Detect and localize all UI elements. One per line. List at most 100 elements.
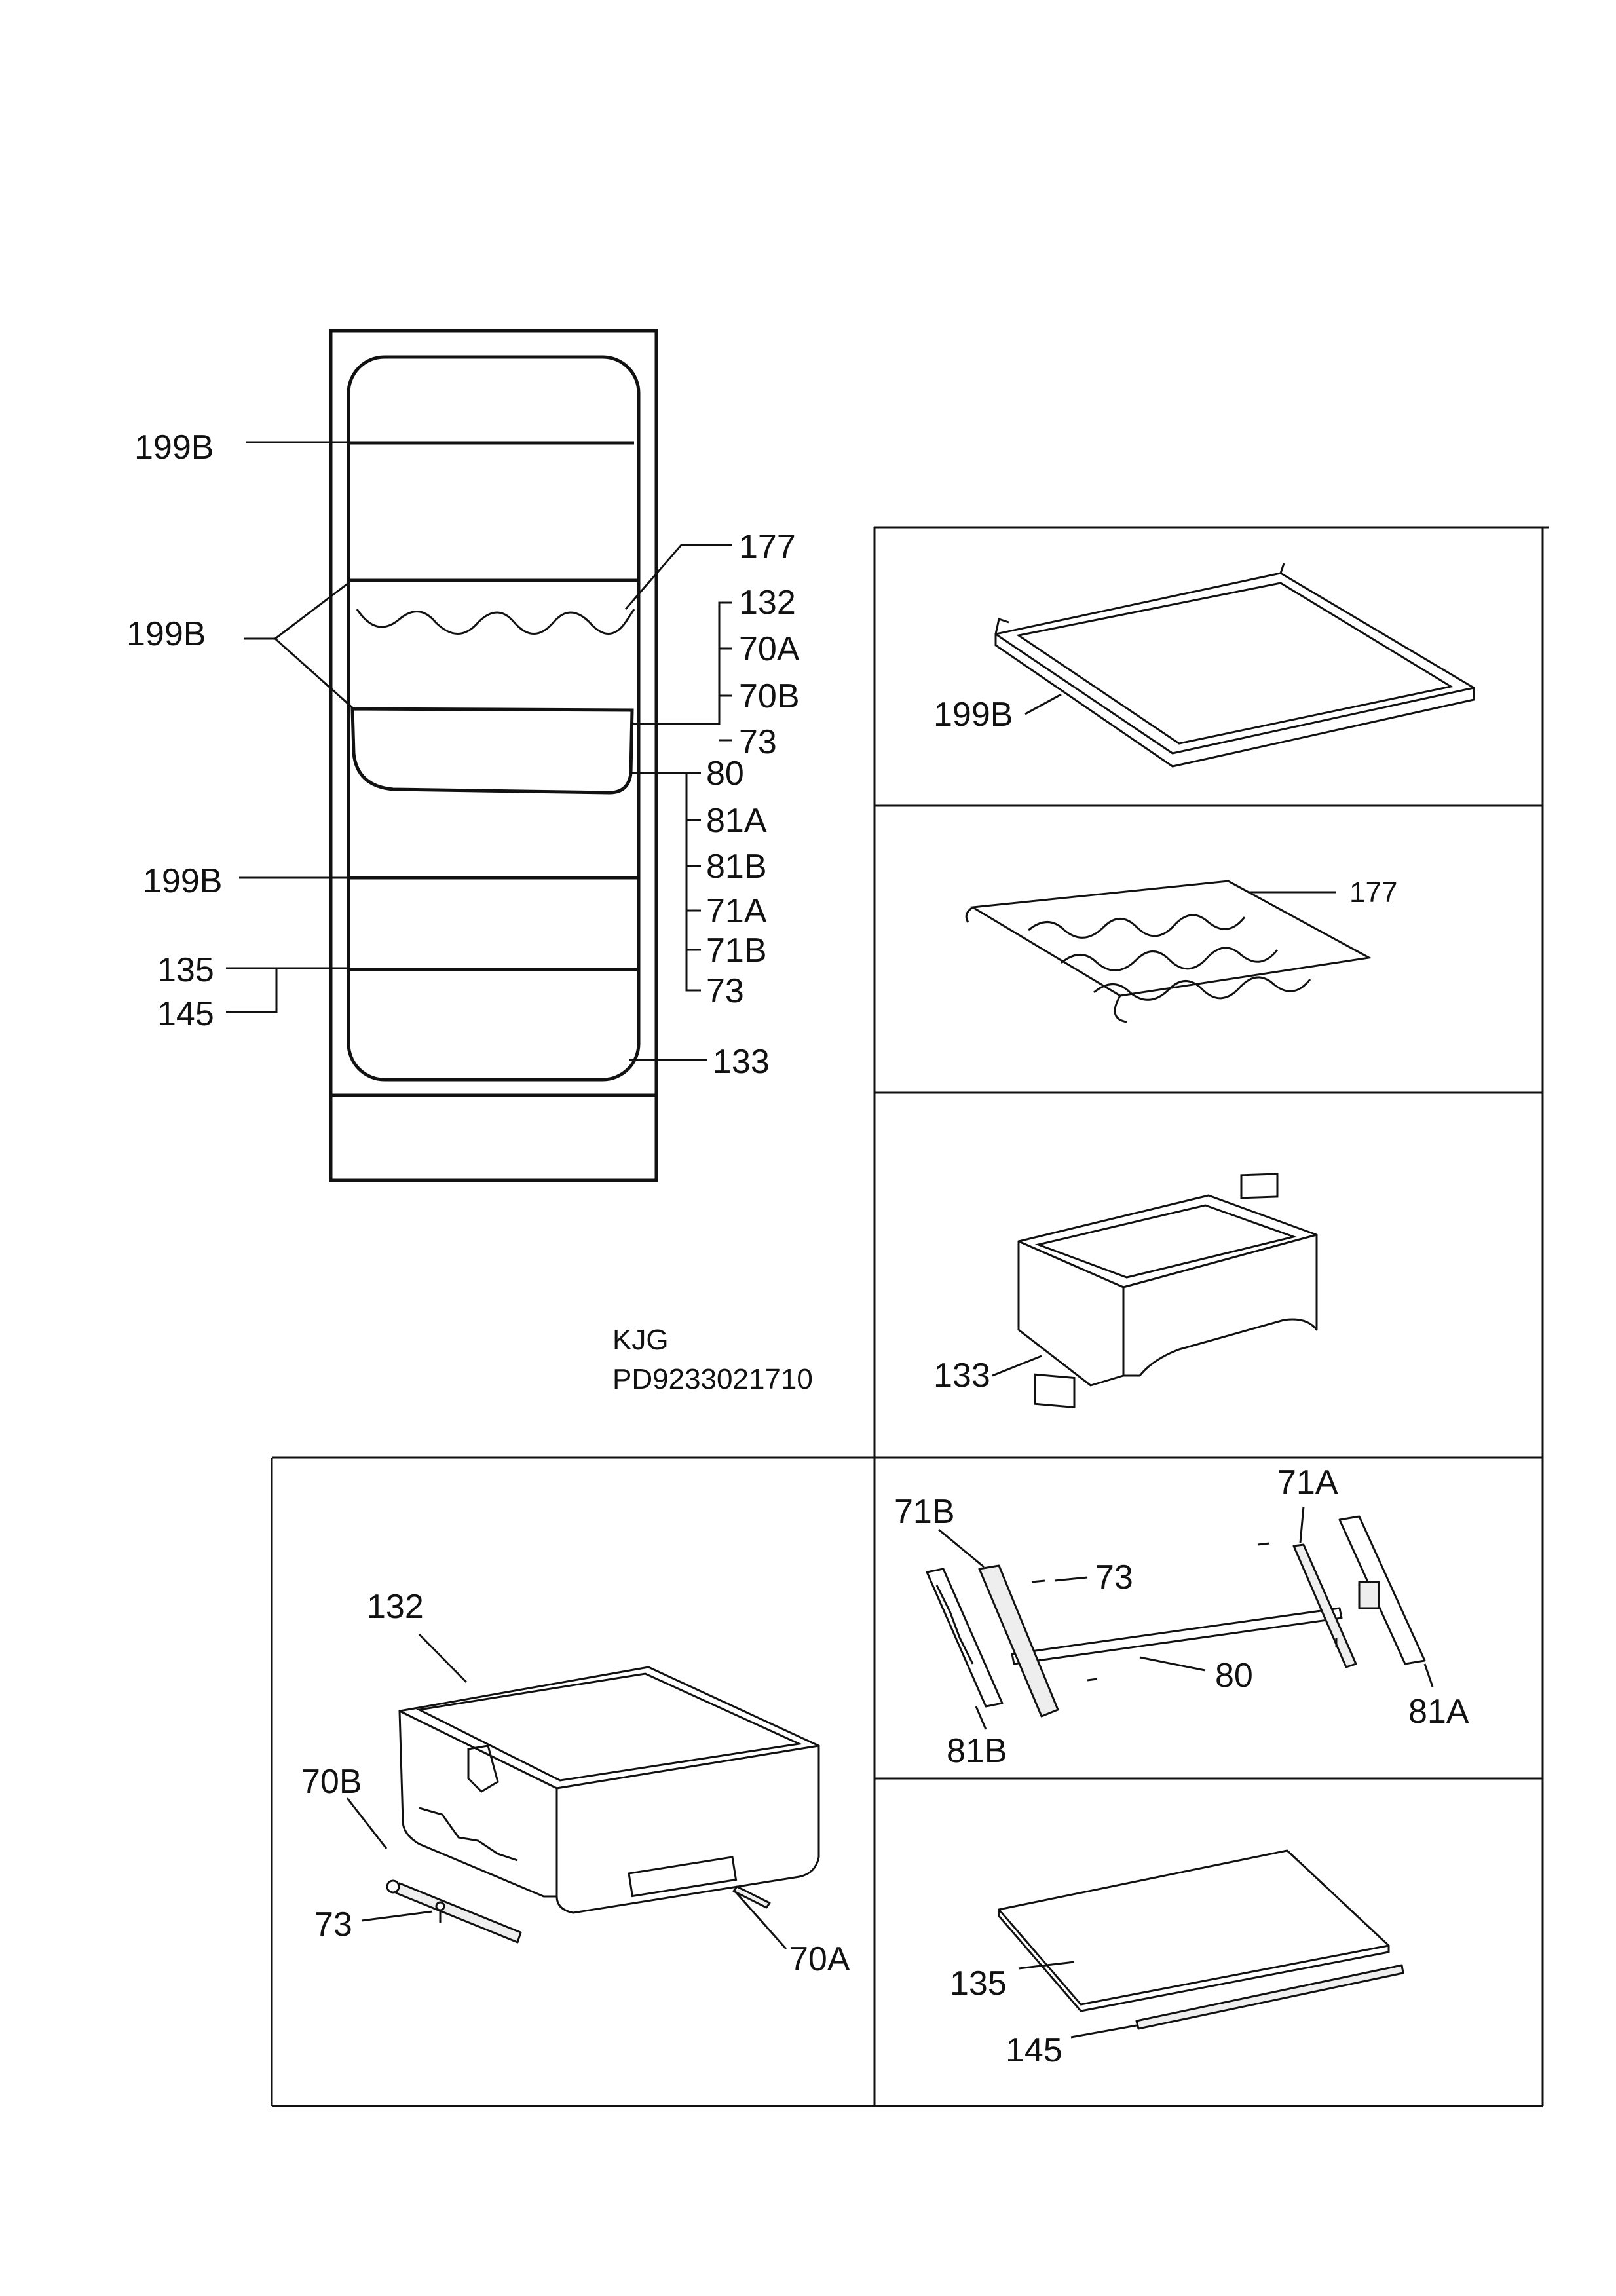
panel-drawer: 132 70B 73 70A	[301, 1588, 850, 1978]
wine-rack-frame	[969, 880, 1372, 997]
glass-shelf-pane	[1016, 582, 1454, 745]
wine-rack-hook-left	[965, 906, 973, 923]
rail-left-wheel	[386, 1879, 400, 1894]
leader-rail-right	[732, 1889, 787, 1949]
label-rail-right: 70A	[789, 1940, 850, 1978]
leader-right-bracket	[1299, 1506, 1305, 1543]
callout-73-slide: 73	[706, 972, 744, 1010]
label-rail-left: 70B	[301, 1763, 362, 1801]
left-bracket	[978, 1564, 1059, 1718]
drawer-handle	[467, 1744, 499, 1793]
wine-rack-hook-bottom	[1114, 995, 1127, 1023]
slide-screw-1	[1031, 1579, 1045, 1583]
leader-drawer	[418, 1633, 468, 1684]
leader-slide-screw	[1054, 1576, 1088, 1582]
callout-199b-double: 199B	[126, 615, 206, 653]
glass-shelf-tab-left	[994, 618, 1009, 635]
leader-145	[226, 968, 278, 1013]
leader-177	[624, 544, 732, 610]
label-glass-shelf: 199B	[933, 696, 1013, 734]
screw-head	[435, 1901, 445, 1911]
callout-71a: 71A	[706, 892, 767, 930]
callout-132: 132	[739, 584, 796, 622]
callout-70b: 70B	[739, 677, 800, 715]
right-bracket	[1292, 1543, 1357, 1668]
wine-rack-wave	[356, 609, 635, 635]
wine-rack-wave-3	[1093, 976, 1311, 1001]
drawer-outline	[350, 707, 634, 795]
crisper-handle-front	[1034, 1373, 1076, 1409]
drawer-side	[555, 1744, 820, 1914]
drawer-front	[398, 1710, 558, 1898]
leader-cover-plate	[1018, 1961, 1075, 1970]
panel-crisper: 133	[933, 1173, 1318, 1409]
panel-glass-shelf: 199B	[933, 563, 1475, 768]
label-cover-plate: 135	[950, 1965, 1007, 2003]
label-drawer: 132	[367, 1588, 424, 1626]
slide-screw-2	[1257, 1542, 1270, 1546]
callout-145: 145	[157, 995, 214, 1033]
callout-135: 135	[157, 951, 214, 989]
leader-glass-shelf	[1024, 693, 1062, 715]
leader-199b-double-a	[274, 582, 349, 640]
wine-rack-wave-1	[1028, 914, 1246, 939]
cover-plate-edge	[998, 1910, 1390, 2012]
callout-199b-lower: 199B	[143, 862, 222, 900]
panel-slide: 71B 71A 73 80 81B 81A	[894, 1463, 1469, 1770]
model-code-line2: PD9233021710	[612, 1363, 813, 1395]
callout-73-drawer: 73	[739, 723, 777, 761]
callout-70a: 70A	[739, 630, 800, 668]
leader-slide-group	[632, 772, 701, 992]
label-wine-rack: 177	[1349, 876, 1397, 909]
callout-199b-top: 199B	[134, 428, 214, 466]
leader-drawer-group	[632, 601, 732, 742]
cabinet-overview: 199B 199B 177 132 70A 70B 73 80 81A 81B …	[126, 329, 800, 1182]
crisper-front	[1017, 1240, 1125, 1387]
callout-133: 133	[713, 1043, 770, 1081]
wine-rack-wave-2	[1061, 947, 1279, 971]
cabinet-outline	[329, 329, 658, 1182]
model-code: KJG PD9233021710	[612, 1324, 813, 1395]
panel-cover: 135 145	[950, 1849, 1404, 2069]
callout-71b: 71B	[706, 932, 767, 969]
leader-crisper	[992, 1355, 1042, 1377]
label-screw: 73	[314, 1906, 352, 1944]
cover-trim	[1135, 1964, 1404, 2030]
leader-left-bracket	[938, 1528, 985, 1568]
leader-left-runner	[975, 1706, 987, 1730]
rod	[1011, 1607, 1343, 1665]
label-cover-trim: 145	[1005, 2031, 1062, 2069]
crisper-side	[1122, 1233, 1318, 1377]
label-left-runner: 81B	[947, 1732, 1007, 1770]
label-slide-screw: 73	[1095, 1558, 1133, 1596]
label-rod: 80	[1215, 1657, 1253, 1695]
model-code-line1: KJG	[612, 1324, 669, 1356]
right-runner-clip	[1358, 1581, 1380, 1609]
label-right-runner: 81A	[1408, 1693, 1469, 1731]
slide-screw-4	[1087, 1678, 1098, 1682]
left-runner-detail	[935, 1585, 974, 1665]
panel-wine-rack: 177	[965, 876, 1397, 1023]
crisper-handle-back	[1240, 1173, 1279, 1199]
crisper-inner	[1034, 1204, 1298, 1279]
leader-cover-trim	[1070, 2024, 1137, 2039]
label-right-bracket: 71A	[1277, 1463, 1338, 1501]
glass-shelf-tab-top	[1279, 563, 1285, 574]
glass-shelf-frame	[994, 572, 1475, 755]
leader-rail-left	[346, 1797, 388, 1849]
panel-grid	[271, 526, 1549, 2107]
glass-shelf-edge	[994, 634, 1475, 768]
callout-80: 80	[706, 755, 744, 793]
label-crisper: 133	[933, 1357, 990, 1395]
callout-81a: 81A	[706, 802, 767, 840]
callout-81b: 81B	[706, 848, 767, 886]
drawer-window	[628, 1856, 738, 1898]
drawer-ribs	[419, 1807, 518, 1862]
leader-screw	[361, 1910, 433, 1922]
right-runner	[1338, 1515, 1426, 1665]
callout-177: 177	[739, 528, 796, 566]
cabinet-liner	[347, 355, 641, 1082]
leader-rod	[1139, 1656, 1206, 1672]
leader-199b-double-b	[274, 637, 354, 710]
